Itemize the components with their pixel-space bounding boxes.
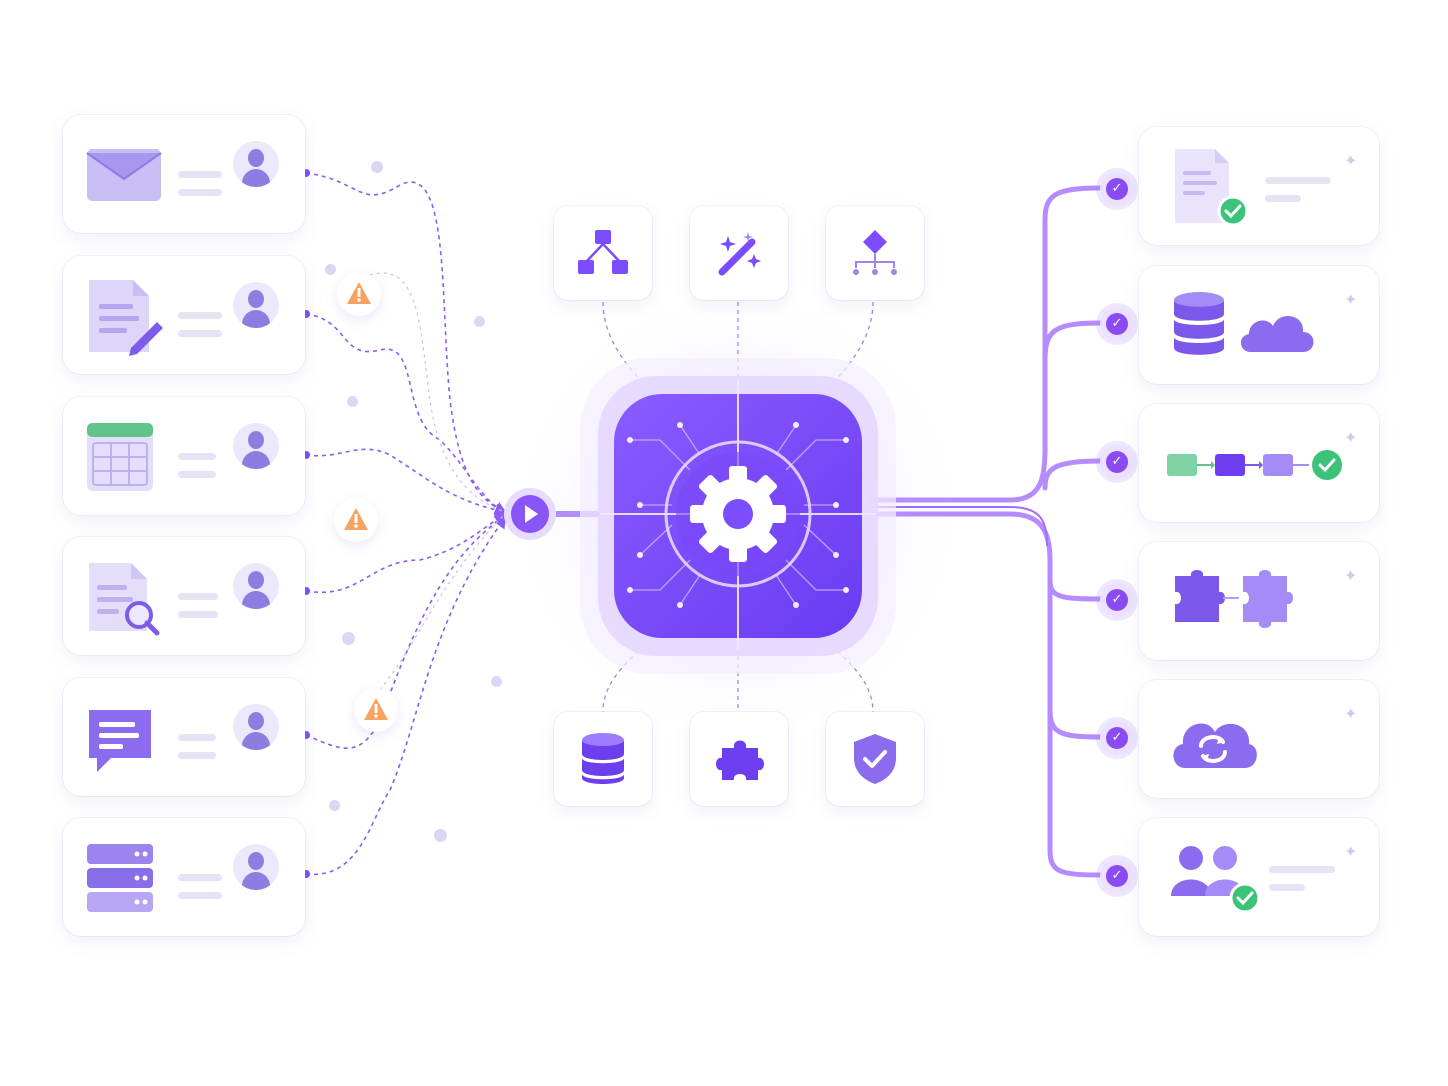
warning-icon <box>334 498 378 542</box>
edit-document-icon <box>89 280 163 356</box>
warning-icon <box>354 688 398 732</box>
server-stack-icon <box>87 844 153 912</box>
decision-tree-icon <box>853 230 897 275</box>
check-node: ✓ <box>1100 583 1134 617</box>
output-card-storage[interactable]: ✦ <box>1139 266 1379 384</box>
document-search-icon <box>89 563 160 636</box>
input-card-chat[interactable] <box>63 678 305 796</box>
output-card-integration[interactable]: ✦ <box>1139 542 1379 660</box>
gear-icon <box>690 466 786 562</box>
envelope-icon <box>86 149 162 201</box>
play-icon <box>504 488 556 540</box>
sparkle-icon: ✦ <box>1344 290 1358 309</box>
pipeline-steps-icon <box>1167 450 1342 480</box>
shield-check-icon <box>854 734 896 784</box>
input-card-email[interactable] <box>63 115 305 233</box>
sparkle-icon: ✦ <box>1344 151 1358 170</box>
check-node: ✓ <box>1100 721 1134 755</box>
input-card-spreadsheet[interactable] <box>63 397 305 515</box>
avatar <box>233 563 279 609</box>
database-icon <box>582 733 624 784</box>
approved-users-icon <box>1171 846 1261 914</box>
avatar <box>233 423 279 469</box>
input-card-server[interactable] <box>63 818 305 936</box>
spreadsheet-icon <box>87 423 153 491</box>
sparkle-icon: ✦ <box>1344 704 1358 723</box>
tool-card-database[interactable] <box>554 712 652 806</box>
tool-card-hierarchy[interactable] <box>554 206 652 300</box>
hierarchy-icon <box>578 230 628 274</box>
database-cloud-icon <box>1174 292 1314 355</box>
output-card-sync[interactable]: ✦ <box>1139 680 1379 798</box>
avatar <box>233 704 279 750</box>
puzzle-piece-icon <box>716 740 764 780</box>
tool-card-security[interactable] <box>826 712 924 806</box>
output-connectors <box>867 185 1103 878</box>
sparkle-icon: ✦ <box>1344 842 1358 861</box>
chat-message-icon <box>89 710 151 772</box>
output-card-users[interactable]: ✦ <box>1139 818 1379 936</box>
output-card-document[interactable]: ✦ <box>1139 127 1379 245</box>
check-node: ✓ <box>1100 172 1134 206</box>
tool-card-decision[interactable] <box>826 206 924 300</box>
avatar <box>233 282 279 328</box>
approved-document-icon <box>1175 149 1249 227</box>
input-card-document[interactable] <box>63 256 305 374</box>
magic-wand-icon <box>718 232 761 276</box>
input-card-search[interactable] <box>63 537 305 655</box>
tool-card-magic[interactable] <box>690 206 788 300</box>
sparkle-icon: ✦ <box>1344 566 1358 585</box>
puzzle-connect-icon <box>1175 570 1293 628</box>
avatar <box>233 141 279 187</box>
tool-card-plugin[interactable] <box>690 712 788 806</box>
avatar <box>233 844 279 890</box>
sparkle-icon: ✦ <box>1344 428 1358 447</box>
check-node: ✓ <box>1100 307 1134 341</box>
check-node: ✓ <box>1100 445 1134 479</box>
check-node: ✓ <box>1100 859 1134 893</box>
cloud-sync-icon <box>1173 723 1257 768</box>
warning-icon <box>337 272 381 316</box>
output-card-pipeline[interactable]: ✦ <box>1139 404 1379 522</box>
